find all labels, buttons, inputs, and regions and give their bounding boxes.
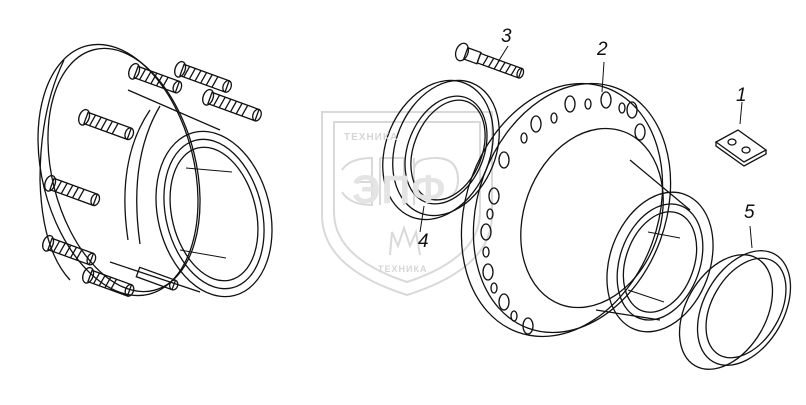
part-4-seal <box>382 79 500 233</box>
hub-bolt-holes <box>480 91 646 335</box>
callout-3: 3 <box>501 26 512 47</box>
callout-5: 5 <box>744 202 755 223</box>
part-5-ring <box>678 225 792 370</box>
part-3-stud <box>454 42 525 79</box>
part-1-plate <box>714 101 768 167</box>
callout-2: 2 <box>597 39 608 60</box>
assembled-hub <box>37 43 273 298</box>
callout-4: 4 <box>418 231 429 252</box>
watermark-top-text: ТЕХНИКА <box>344 132 399 143</box>
watermark-logo <box>321 111 493 297</box>
hub-studs <box>42 60 262 297</box>
watermark-logo-text: ЭПФ <box>352 168 447 212</box>
watermark-bottom-text: ТЕХНИКА <box>378 264 428 274</box>
part-2-hub <box>460 61 714 338</box>
callout-1: 1 <box>736 85 747 106</box>
